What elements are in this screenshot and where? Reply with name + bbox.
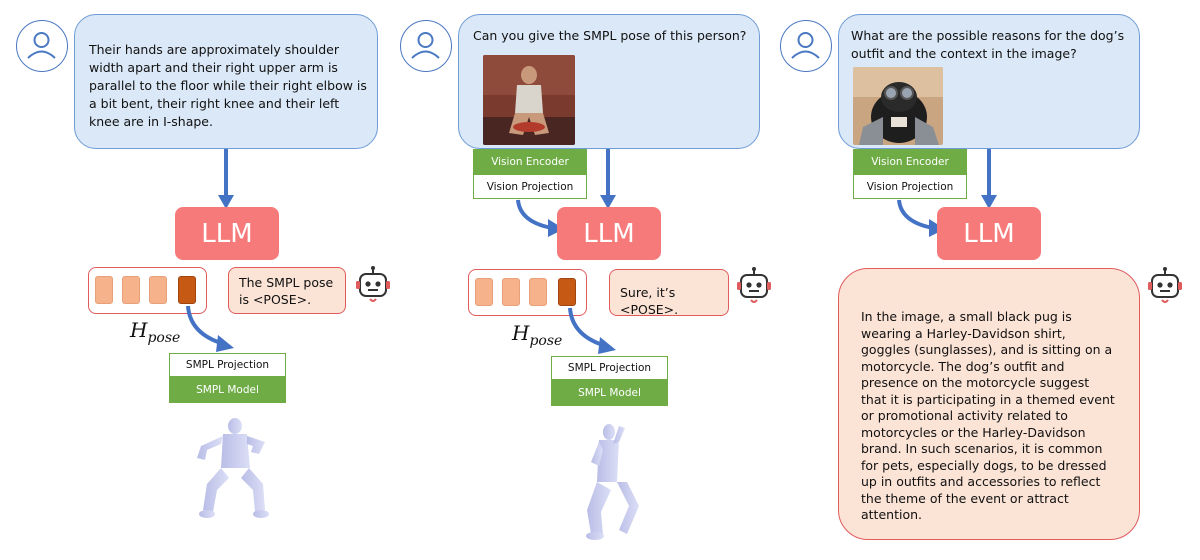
h-pose-label-1: Hpose — [130, 318, 180, 346]
question-bubble-2: Can you give the SMPL pose of this perso… — [458, 14, 760, 149]
token — [95, 276, 113, 304]
token — [122, 276, 140, 304]
person-photo — [483, 55, 575, 145]
token — [502, 278, 520, 306]
vision-encoder-3: Vision Encoder — [853, 149, 967, 174]
arrow-q3-llm — [981, 149, 997, 209]
smpl-model-2: SMPL Model — [551, 380, 668, 406]
arrow-q1-llm — [218, 149, 234, 209]
llm-block-3: LLM — [937, 207, 1041, 260]
question-bubble-1: Their hands are approximately shoulder w… — [74, 14, 378, 149]
pose-token-sequence-2 — [468, 269, 587, 316]
robot-icon — [735, 266, 773, 310]
vision-projection-3: Vision Projection — [853, 174, 967, 199]
smpl-projection-2: SMPL Projection — [551, 356, 668, 380]
llm-block-2: LLM — [557, 207, 661, 260]
smpl-mesh-figure-1 — [197, 418, 269, 518]
smpl-projection-1: SMPL Projection — [169, 353, 286, 377]
answer-bubble-1: The SMPL pose is <POSE>. — [228, 267, 346, 314]
user-avatar-icon — [400, 20, 452, 72]
pose-token — [178, 276, 196, 304]
h-symbol: H — [130, 318, 148, 342]
robot-icon — [1146, 266, 1184, 310]
pose-token-sequence-1 — [88, 267, 207, 314]
h-pose-label-2: Hpose — [512, 321, 562, 349]
arrow-token-smpl-1 — [186, 305, 234, 352]
h-subscript: pose — [529, 333, 563, 349]
arrow-token-smpl-2 — [568, 307, 616, 354]
token — [475, 278, 493, 306]
h-subscript: pose — [147, 330, 181, 346]
token — [149, 276, 167, 304]
question-text-3: What are the possible reasons for the do… — [851, 28, 1125, 61]
vision-encoder-2: Vision Encoder — [473, 149, 587, 174]
pose-token — [558, 278, 576, 306]
question-bubble-3: What are the possible reasons for the do… — [838, 14, 1140, 149]
llm-block-1: LLM — [175, 207, 279, 260]
h-symbol: H — [512, 321, 530, 345]
question-text-2: Can you give the SMPL pose of this perso… — [473, 28, 747, 43]
question-text-1: Their hands are approximately shoulder w… — [89, 42, 367, 129]
smpl-model-1: SMPL Model — [169, 377, 286, 403]
robot-icon — [354, 265, 392, 309]
user-avatar-icon — [780, 20, 832, 72]
user-avatar-icon — [16, 20, 68, 72]
arrow-q2-llm — [600, 149, 616, 209]
vision-projection-2: Vision Projection — [473, 174, 587, 199]
dog-photo — [853, 67, 943, 145]
token — [529, 278, 547, 306]
arrow-vision-llm-2 — [516, 199, 564, 237]
answer-bubble-3: In the image, a small black pug is weari… — [838, 268, 1140, 540]
answer-bubble-2: Sure, it’s <POSE>. — [609, 269, 729, 317]
smpl-mesh-figure-2 — [586, 424, 639, 540]
